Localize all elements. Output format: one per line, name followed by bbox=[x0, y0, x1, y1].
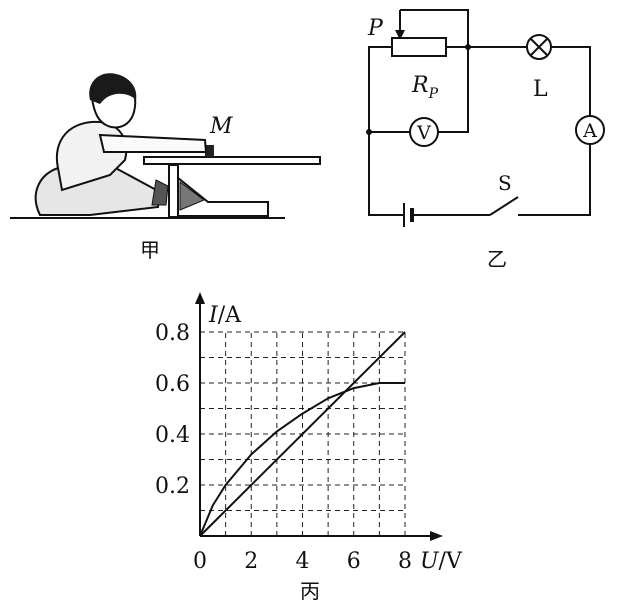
rheostat-rp bbox=[391, 37, 447, 57]
wire-slider-top bbox=[400, 9, 469, 47]
support-post bbox=[168, 164, 179, 218]
y-tick-label: 0.2 bbox=[155, 474, 190, 499]
wire-right-bottom bbox=[518, 144, 591, 216]
panel-jia: M 甲 bbox=[10, 73, 321, 262]
y-axis-title: I/A bbox=[208, 303, 242, 328]
wire-left-bottom bbox=[368, 132, 404, 216]
label-m: M bbox=[209, 114, 233, 139]
slider-block-m bbox=[205, 145, 214, 157]
person-figure bbox=[34, 73, 208, 216]
y-tick-label: 0.4 bbox=[155, 423, 190, 448]
wire-left-top bbox=[368, 46, 392, 132]
junction-top bbox=[465, 44, 471, 50]
chart-bing: 2 4 6 8 0.2 0.4 0.6 0.8 I/A U/V 0 bbox=[155, 292, 463, 574]
series-line-curve bbox=[199, 382, 405, 537]
series-line-straight bbox=[199, 331, 406, 537]
label-p: P bbox=[367, 16, 384, 41]
x-tick-label: 4 bbox=[296, 549, 310, 574]
x-tick-label: 2 bbox=[244, 549, 258, 574]
y-axis-arrow bbox=[195, 292, 205, 304]
chart-grid bbox=[200, 331, 406, 536]
measuring-board bbox=[143, 156, 321, 165]
chart-tick-labels: 2 4 6 8 0.2 0.4 0.6 0.8 bbox=[155, 321, 412, 574]
sit-reach-apparatus bbox=[143, 145, 321, 218]
x-tick-label: 6 bbox=[347, 549, 361, 574]
base-shading bbox=[179, 181, 205, 211]
ammeter-letter: A bbox=[582, 120, 597, 142]
lamp-cross-b bbox=[530, 38, 548, 56]
label-l: L bbox=[533, 77, 548, 102]
panel-label-bing: 丙 bbox=[300, 579, 320, 603]
label-s: S bbox=[498, 171, 512, 195]
y-tick-label: 0.6 bbox=[155, 372, 190, 397]
panel-label-yi: 乙 bbox=[487, 247, 507, 271]
person-foot bbox=[151, 179, 169, 206]
wire-right-top bbox=[551, 46, 591, 116]
slider-arrow-head bbox=[395, 30, 405, 40]
person-hair bbox=[89, 73, 137, 104]
label-rp: RP bbox=[411, 73, 439, 102]
chart-axes bbox=[195, 292, 443, 541]
panel-label-jia: 甲 bbox=[140, 238, 160, 262]
x-tick-label: 8 bbox=[398, 549, 412, 574]
voltmeter-letter: V bbox=[416, 122, 431, 144]
x-axis-arrow bbox=[430, 531, 443, 541]
x-axis-title: U/V bbox=[420, 549, 463, 574]
junction-left bbox=[366, 129, 372, 135]
foot-rest-base bbox=[177, 175, 269, 217]
switch-s-blade bbox=[489, 196, 519, 216]
y-tick-label: 0.8 bbox=[155, 321, 190, 346]
panel-yi bbox=[366, 9, 605, 227]
origin-label: 0 bbox=[193, 549, 207, 574]
wire-voltmeter-right bbox=[438, 47, 469, 133]
chart-series bbox=[199, 331, 406, 537]
person-arms bbox=[98, 133, 208, 153]
